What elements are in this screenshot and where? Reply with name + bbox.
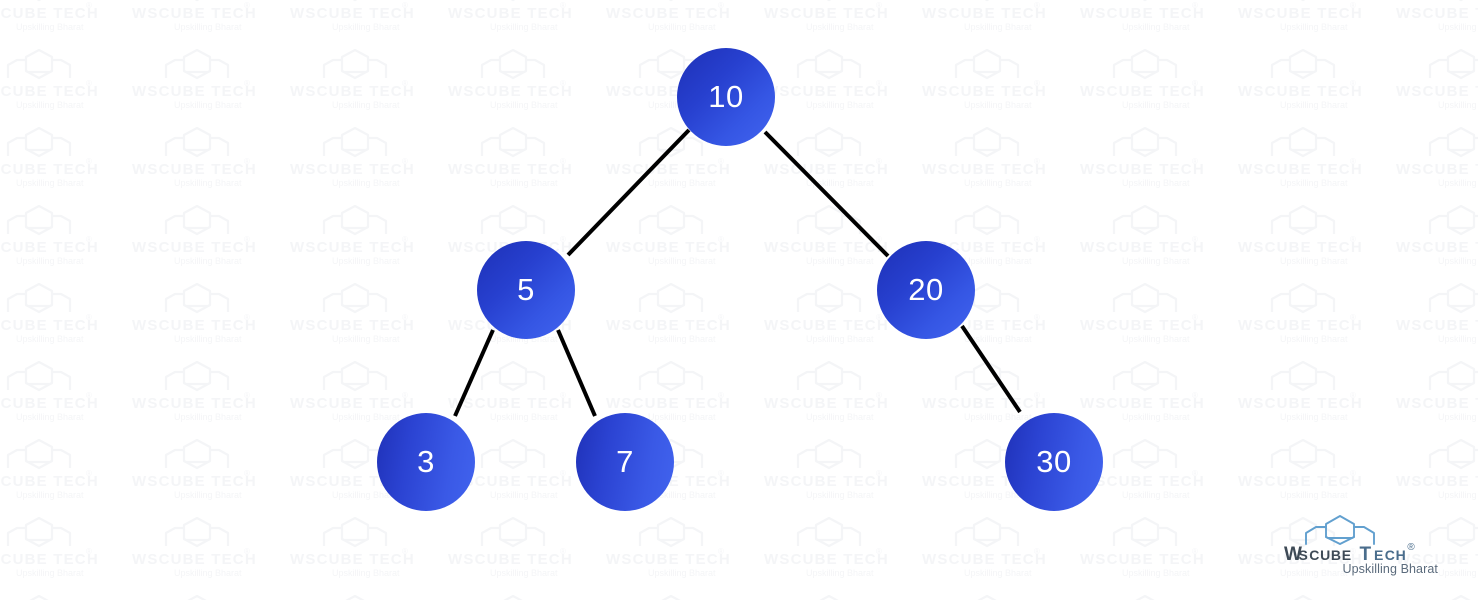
tree-node-20[interactable]: 20 bbox=[877, 241, 975, 339]
logo-tagline: Upskilling Bharat bbox=[1342, 562, 1438, 576]
logo-name-part1-letter: E bbox=[1342, 547, 1352, 563]
logo-name-part1-letter: W bbox=[1284, 544, 1303, 564]
logo-name-part1-letter: B bbox=[1331, 547, 1342, 563]
tree-node-label: 10 bbox=[708, 79, 744, 114]
tree-node-5[interactable]: 5 bbox=[477, 241, 575, 339]
tree-node-label: 7 bbox=[616, 444, 634, 479]
logo-name-part2-letter: H bbox=[1396, 547, 1407, 563]
logo-name-part1-letter: U bbox=[1320, 547, 1331, 563]
logo-name-part2-letter: C bbox=[1385, 547, 1396, 563]
logo-name-part2-letter: E bbox=[1374, 547, 1384, 563]
tree-node-7[interactable]: 7 bbox=[576, 413, 674, 511]
tree-node-30[interactable]: 30 bbox=[1005, 413, 1103, 511]
tree-node-label: 3 bbox=[417, 444, 435, 479]
registered-mark-icon: ® bbox=[1407, 542, 1415, 553]
logo-name-part1-letter: S bbox=[1299, 547, 1309, 563]
tree-node-10[interactable]: 10 bbox=[677, 48, 775, 146]
logo-name-part2-letter: T bbox=[1360, 544, 1372, 564]
tree-node-label: 30 bbox=[1036, 444, 1072, 479]
tree-node-label: 5 bbox=[517, 272, 535, 307]
logo-name-part1-letter: C bbox=[1309, 547, 1320, 563]
tree-node-3[interactable]: 3 bbox=[377, 413, 475, 511]
tree-node-label: 20 bbox=[908, 272, 944, 307]
